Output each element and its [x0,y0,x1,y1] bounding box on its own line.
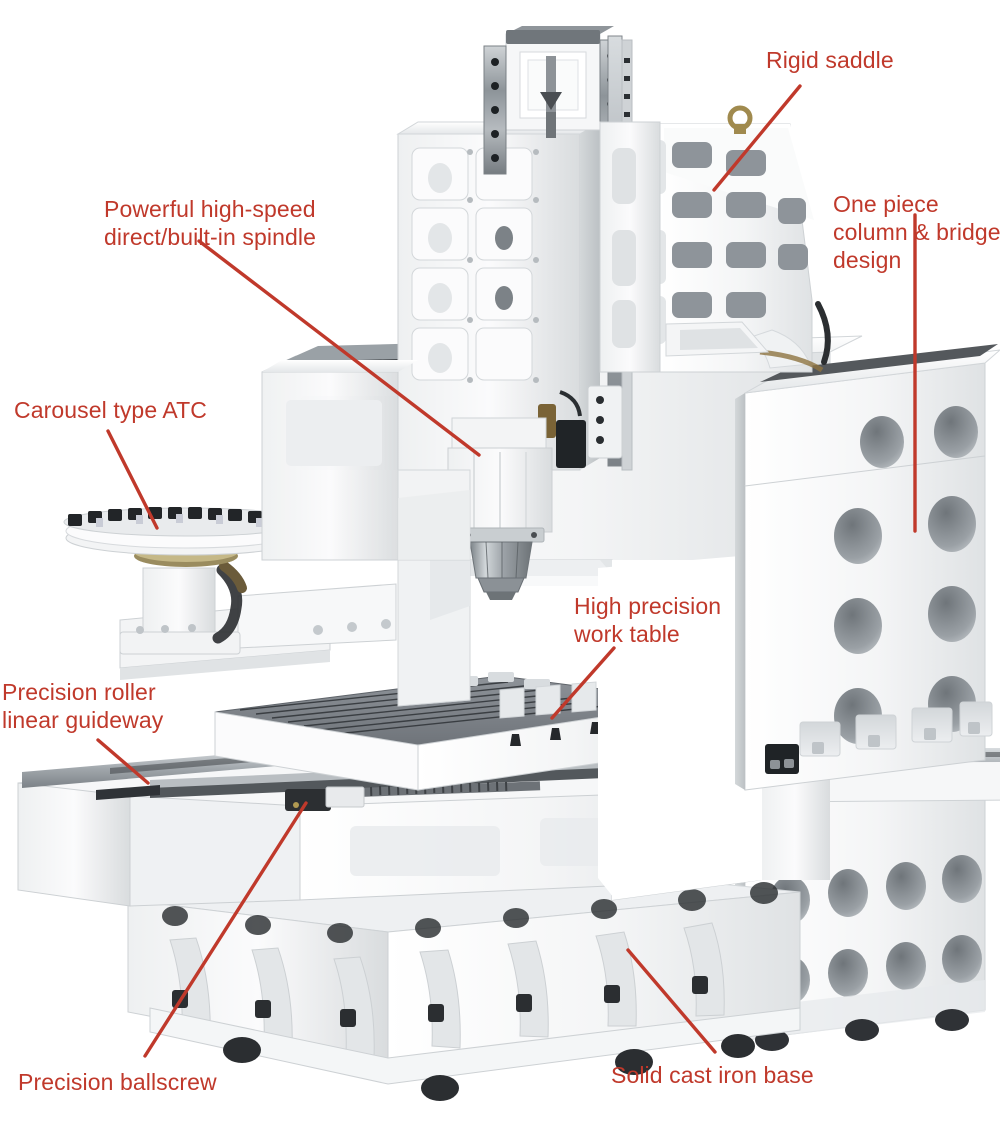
callout-label-line: column & bridge [833,219,1000,246]
callout-label-line: work table [574,621,680,648]
callout-label-line: Rigid saddle [766,47,894,73]
base-drain-holes [162,882,778,943]
bridge-archway-opening [598,556,762,898]
callout-label-line: High precision [574,593,722,619]
leader-line-solid-cast-iron-base [626,948,717,1054]
callout-label-precision-ballscrew: Precision ballscrew [18,1068,217,1096]
callout-label-solid-cast-iron-base: Solid cast iron base [611,1061,814,1089]
leader-line-powerful-high-speed-spindle [197,239,481,457]
spindle-head [447,417,553,600]
callout-label-line: Powerful high-speed [104,196,316,222]
electrical-connector-panel [765,744,799,774]
leveling-bolts-front [172,976,708,1027]
callout-label-carousel-type-atc: Carousel type ATC [14,396,207,424]
saddle-pockets [672,142,808,318]
leader-line-carousel-type-atc [106,429,159,530]
leader-line-high-precision-work-table [550,646,616,720]
lifting-eye-bolt [727,105,753,134]
callout-label-line: Precision ballscrew [18,1069,217,1095]
right-column [735,344,1000,791]
leader-line-rigid-saddle [712,84,802,192]
z-axis-carrier [396,26,661,471]
callout-label-line: direct/built-in spindle [104,224,316,251]
base-support-ribs [169,922,725,1058]
callout-label-rigid-saddle: Rigid saddle [766,46,894,74]
callout-label-line: Solid cast iron base [611,1062,814,1088]
ballscrew-support-block [285,786,365,811]
leveling-feet-right [755,1009,969,1051]
leader-line-precision-ballscrew [143,801,308,1058]
callout-label-line: One piece [833,191,939,217]
leader-line-precision-roller-linear-guideway [96,738,150,785]
callout-label-line: linear guideway [2,707,164,734]
leveling-pads-front [223,1034,755,1101]
left-support-structures [261,360,471,561]
callout-label-line: design [833,247,902,274]
callout-label-line: Carousel type ATC [14,397,208,423]
z-axis-carriage [556,385,623,468]
atc-carousel [63,507,397,680]
callout-label-line: Precision roller [2,679,156,705]
